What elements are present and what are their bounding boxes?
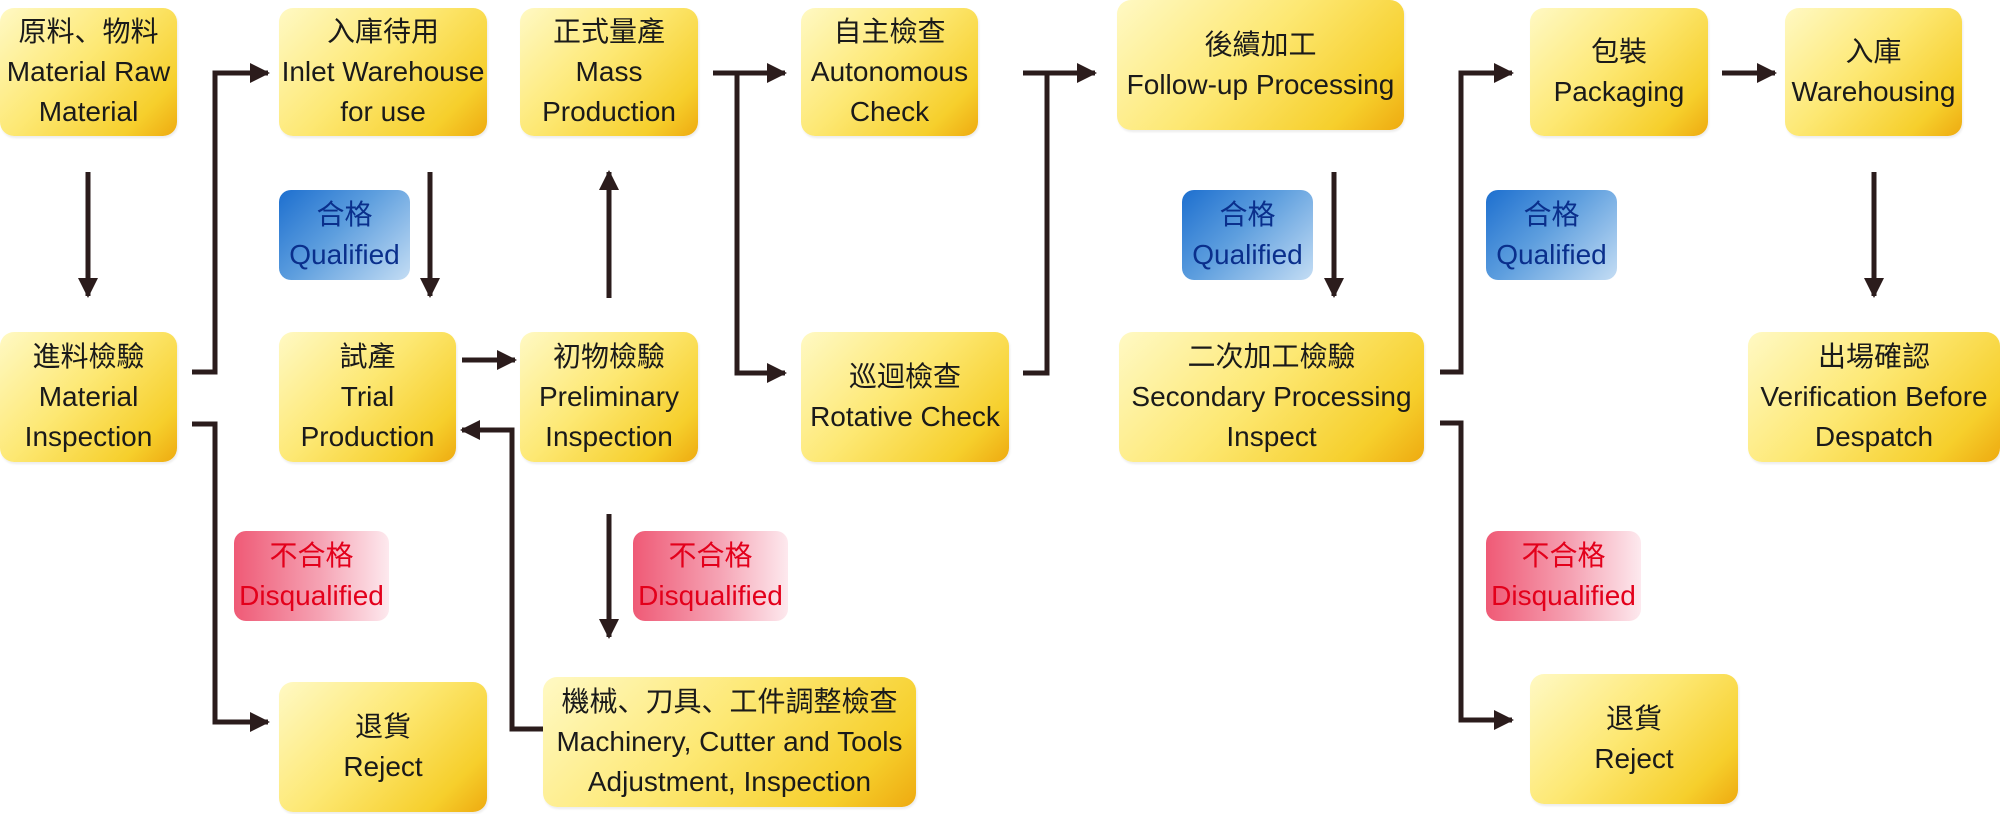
box-zh-label: 退貨: [354, 711, 411, 742]
box-en-label: Machinery, Cutter and Tools: [556, 726, 903, 757]
badge-zh-label: 不合格: [668, 540, 753, 571]
badge-en-label: Qualified: [1192, 239, 1303, 270]
box-zh-label: 包裝: [1590, 36, 1647, 67]
box-zh-label: 巡迴檢查: [848, 361, 961, 392]
box-en-label: Secondary Processing: [1131, 381, 1412, 412]
box-warehousing: 入庫 Warehousing: [1785, 8, 1962, 136]
badge-zh-label: 不合格: [269, 540, 354, 571]
box-en-label: Check: [849, 96, 930, 127]
box-en-label: Production: [542, 96, 676, 127]
qualified-badge: 合格 Qualified: [1182, 190, 1313, 280]
box-en-label: Follow-up Processing: [1126, 69, 1395, 100]
box-follow-up-processing: 後續加工 Follow-up Processing: [1117, 0, 1404, 130]
qualified-badge: 合格 Qualified: [1486, 190, 1617, 280]
box-en-label: Inspection: [24, 421, 153, 452]
box-en-label: Warehousing: [1791, 76, 1956, 107]
badge-en-label: Qualified: [289, 239, 400, 270]
arrow-inspection-to-inlet: [192, 63, 270, 375]
box-en-label: for use: [340, 96, 426, 127]
box-preliminary-inspection: 初物檢驗 Preliminary Inspection: [520, 332, 698, 462]
box-autonomous-check: 自主檢查 Autonomous Check: [801, 8, 978, 136]
box-en-label: Trial: [340, 381, 395, 412]
box-raw-material: 原料、物料 Material Raw Material: [0, 8, 177, 136]
badge-zh-label: 合格: [316, 199, 373, 230]
box-en-label: Rotative Check: [810, 401, 1000, 432]
box-zh-label: 入庫待用: [326, 16, 439, 47]
badge-zh-label: 合格: [1523, 199, 1580, 230]
box-verification-before-despatch: 出場確認 Verification Before Despatch: [1748, 332, 2000, 462]
box-en-label: Material Raw: [6, 56, 171, 87]
box-en-label: Inspection: [545, 421, 673, 452]
disqualified-badge: 不合格 Disqualified: [234, 531, 389, 621]
box-reject: 退貨 Reject: [1530, 674, 1738, 804]
box-zh-label: 機械、刀具、工件調整檢查: [561, 686, 898, 717]
box-zh-label: 二次加工檢驗: [1187, 341, 1356, 372]
box-en-label: Despatch: [1814, 421, 1934, 452]
box-reject: 退貨 Reject: [279, 682, 487, 812]
box-secondary-inspection: 二次加工檢驗 Secondary Processing Inspect: [1119, 332, 1424, 462]
box-material-inspection: 進料檢驗 Material Inspection: [0, 332, 177, 462]
box-zh-label: 試產: [339, 341, 396, 372]
box-machinery-adjustment: 機械、刀具、工件調整檢查 Machinery, Cutter and Tools…: [543, 677, 916, 807]
arrow-machinery-to-trial: [460, 420, 543, 732]
box-zh-label: 進料檢驗: [32, 341, 145, 372]
arrow-checks-to-followup: [1023, 73, 1095, 376]
box-trial-production: 試產 Trial Production: [279, 332, 456, 462]
qualified-badge: 合格 Qualified: [279, 190, 410, 280]
box-en-label: Mass: [575, 56, 643, 87]
box-en-label: Autonomous: [810, 56, 969, 87]
disqualified-badge: 不合格 Disqualified: [633, 531, 788, 621]
disqualified-badge: 不合格 Disqualified: [1486, 531, 1641, 621]
box-zh-label: 初物檢驗: [552, 341, 665, 372]
badge-en-label: Disqualified: [638, 580, 783, 611]
badge-en-label: Disqualified: [1491, 580, 1636, 611]
box-zh-label: 入庫: [1845, 36, 1902, 67]
box-inlet-warehouse: 入庫待用 Inlet Warehouse for use: [279, 8, 487, 136]
box-en-label: Material: [38, 96, 139, 127]
box-en-label: Material: [38, 381, 139, 412]
arrow-inspection-to-reject: [192, 421, 270, 732]
box-en-label: Packaging: [1553, 76, 1685, 107]
badge-en-label: Qualified: [1496, 239, 1607, 270]
badge-zh-label: 合格: [1219, 199, 1276, 230]
arrow-secondary-to-reject: [1440, 420, 1514, 730]
box-en-label: Reject: [1594, 743, 1674, 774]
box-mass-production: 正式量產 Mass Production: [520, 8, 698, 136]
box-en-label: Production: [300, 421, 435, 452]
box-zh-label: 正式量產: [552, 16, 665, 47]
box-zh-label: 退貨: [1605, 703, 1662, 734]
box-en-label: Reject: [343, 751, 423, 782]
box-zh-label: 自主檢查: [833, 16, 946, 47]
badge-en-label: Disqualified: [239, 580, 384, 611]
box-en-label: Adjustment, Inspection: [587, 766, 872, 797]
box-en-label: Verification Before: [1760, 381, 1988, 412]
box-zh-label: 後續加工: [1204, 29, 1317, 60]
box-en-label: Inspect: [1226, 421, 1317, 452]
box-zh-label: 原料、物料: [18, 16, 159, 47]
box-zh-label: 出場確認: [1817, 341, 1930, 372]
box-rotative-check: 巡迴檢查 Rotative Check: [801, 332, 1009, 462]
badge-zh-label: 不合格: [1521, 540, 1606, 571]
arrow-secondary-to-packaging: [1440, 63, 1514, 375]
arrow-mass-to-rotative: [734, 73, 787, 383]
box-en-label: Preliminary: [538, 381, 680, 412]
box-en-label: Inlet Warehouse: [281, 56, 485, 87]
box-packaging: 包裝 Packaging: [1530, 8, 1708, 136]
